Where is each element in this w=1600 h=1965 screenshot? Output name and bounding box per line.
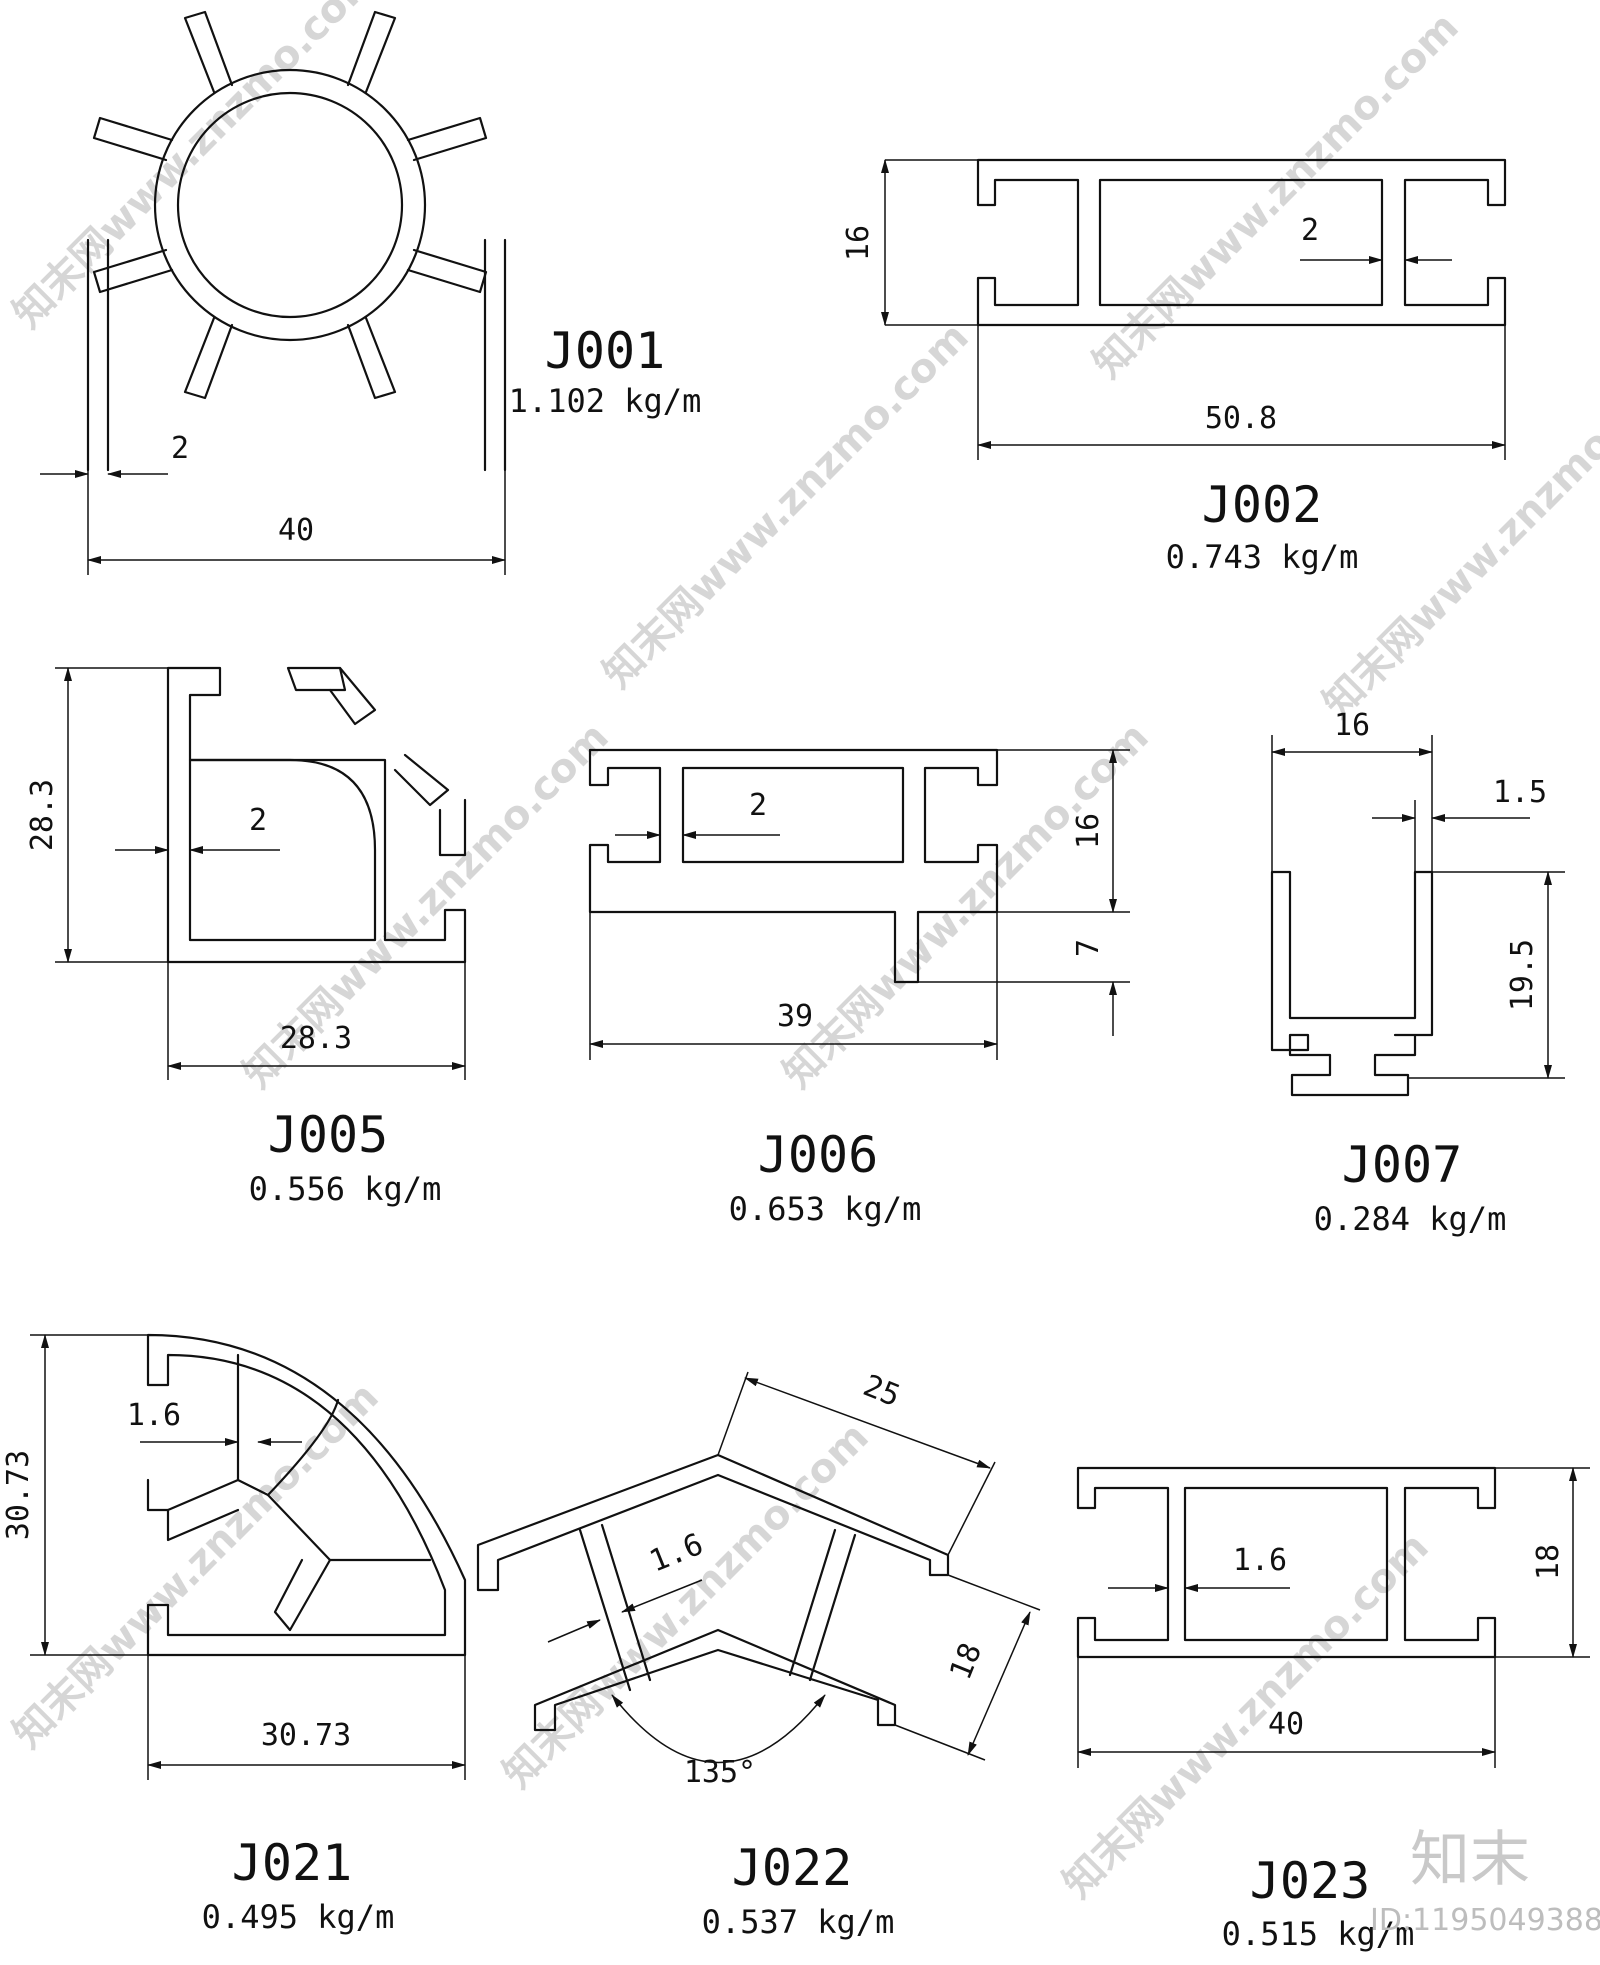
- profile-j002: 16 50.8 2 J002 0.743 kg/m: [841, 158, 1507, 576]
- j022-weight: 0.537 kg/m: [702, 1903, 895, 1941]
- j006-code: J006: [758, 1126, 878, 1184]
- j021-code: J021: [232, 1834, 352, 1892]
- j023-wall: 1.6: [1233, 1543, 1287, 1578]
- image-id: ID:1195049388: [1370, 1903, 1600, 1938]
- j002-height: 16: [841, 225, 876, 261]
- j021-height: 30.73: [1, 1450, 36, 1540]
- j007-height: 19.5: [1505, 939, 1540, 1011]
- j023-height: 18: [1531, 1544, 1566, 1580]
- watermark-text: 知末网www.znzmo.com: [1085, 4, 1468, 387]
- watermark-layer: 知末网www.znzmo.com 知末网www.znzmo.com 知末网www…: [5, 0, 1600, 1907]
- j006-weight: 0.653 kg/m: [729, 1190, 922, 1228]
- j005-weight: 0.556 kg/m: [249, 1170, 442, 1208]
- j022-code: J022: [732, 1839, 852, 1897]
- watermark-text: 知末网www.znzmo.com: [5, 1374, 388, 1757]
- j005-slot-arms: [286, 666, 467, 857]
- j005-wall: 2: [249, 803, 267, 838]
- j006-wall: 2: [749, 788, 767, 823]
- j007-code: J007: [1342, 1136, 1462, 1194]
- j002-weight: 0.743 kg/m: [1166, 538, 1359, 576]
- j006-height: 16: [1071, 813, 1106, 849]
- j002-code: J002: [1202, 476, 1322, 534]
- watermark-text: 知末网www.znzmo.com: [775, 714, 1158, 1097]
- brand-watermark: 知末: [1410, 1825, 1530, 1895]
- j001-width: 40: [278, 513, 314, 548]
- watermark-text: 知末网www.znzmo.com: [5, 0, 388, 337]
- j023-weight: 0.515 kg/m: [1222, 1915, 1415, 1953]
- profile-j006: 16 7 39 2 J006 0.653 kg/m: [588, 748, 1130, 1228]
- j007-weight: 0.284 kg/m: [1314, 1200, 1507, 1238]
- profile-j022: 25 18 1.6 135° J022 0.537 kg/m: [476, 1368, 1041, 1941]
- profile-j021: 30.73 30.73 1.6 J021 0.495 kg/m: [1, 1333, 467, 1936]
- j007-wall: 1.5: [1493, 775, 1547, 810]
- j022-top-length: 25: [858, 1368, 905, 1414]
- j005-code: J005: [268, 1106, 388, 1164]
- j005-height: 28.3: [25, 779, 60, 851]
- watermark-text: 知末网www.znzmo.com: [1055, 1524, 1438, 1907]
- j001-code: J001: [545, 322, 665, 380]
- j021-width: 30.73: [261, 1718, 351, 1753]
- j021-weight: 0.495 kg/m: [202, 1898, 395, 1936]
- profile-j001: 40 2 J001 1.102 kg/m: [40, 10, 702, 575]
- j001-slot-arms: [92, 10, 488, 400]
- profile-j005: 28.3 28.3 2 J005 0.556 kg/m: [25, 666, 467, 1208]
- j006-width: 39: [777, 999, 813, 1034]
- j023-code: J023: [1250, 1852, 1370, 1910]
- j001-wall: 2: [171, 431, 189, 466]
- j021-wall: 1.6: [127, 1398, 181, 1433]
- j023-width: 40: [1268, 1707, 1304, 1742]
- profile-j007: 16 1.5 19.5 J007 0.284 kg/m: [1270, 708, 1565, 1238]
- j005-width: 28.3: [280, 1021, 352, 1056]
- j006-leg: 7: [1071, 939, 1106, 957]
- watermark-text: 知末网www.znzmo.com: [495, 1414, 878, 1797]
- j022-depth: 18: [943, 1638, 989, 1685]
- j021-inner-webs: [146, 1353, 432, 1632]
- j022-angle: 135°: [684, 1755, 756, 1790]
- j002-wall: 2: [1301, 213, 1319, 248]
- j002-width: 50.8: [1205, 401, 1277, 436]
- profile-j023: 18 40 1.6 J023 0.515 kg/m: [1076, 1466, 1590, 1953]
- j001-weight: 1.102 kg/m: [509, 382, 702, 420]
- watermark-text: 知末网www.znzmo.com: [1315, 344, 1600, 727]
- j007-width: 16: [1334, 708, 1370, 743]
